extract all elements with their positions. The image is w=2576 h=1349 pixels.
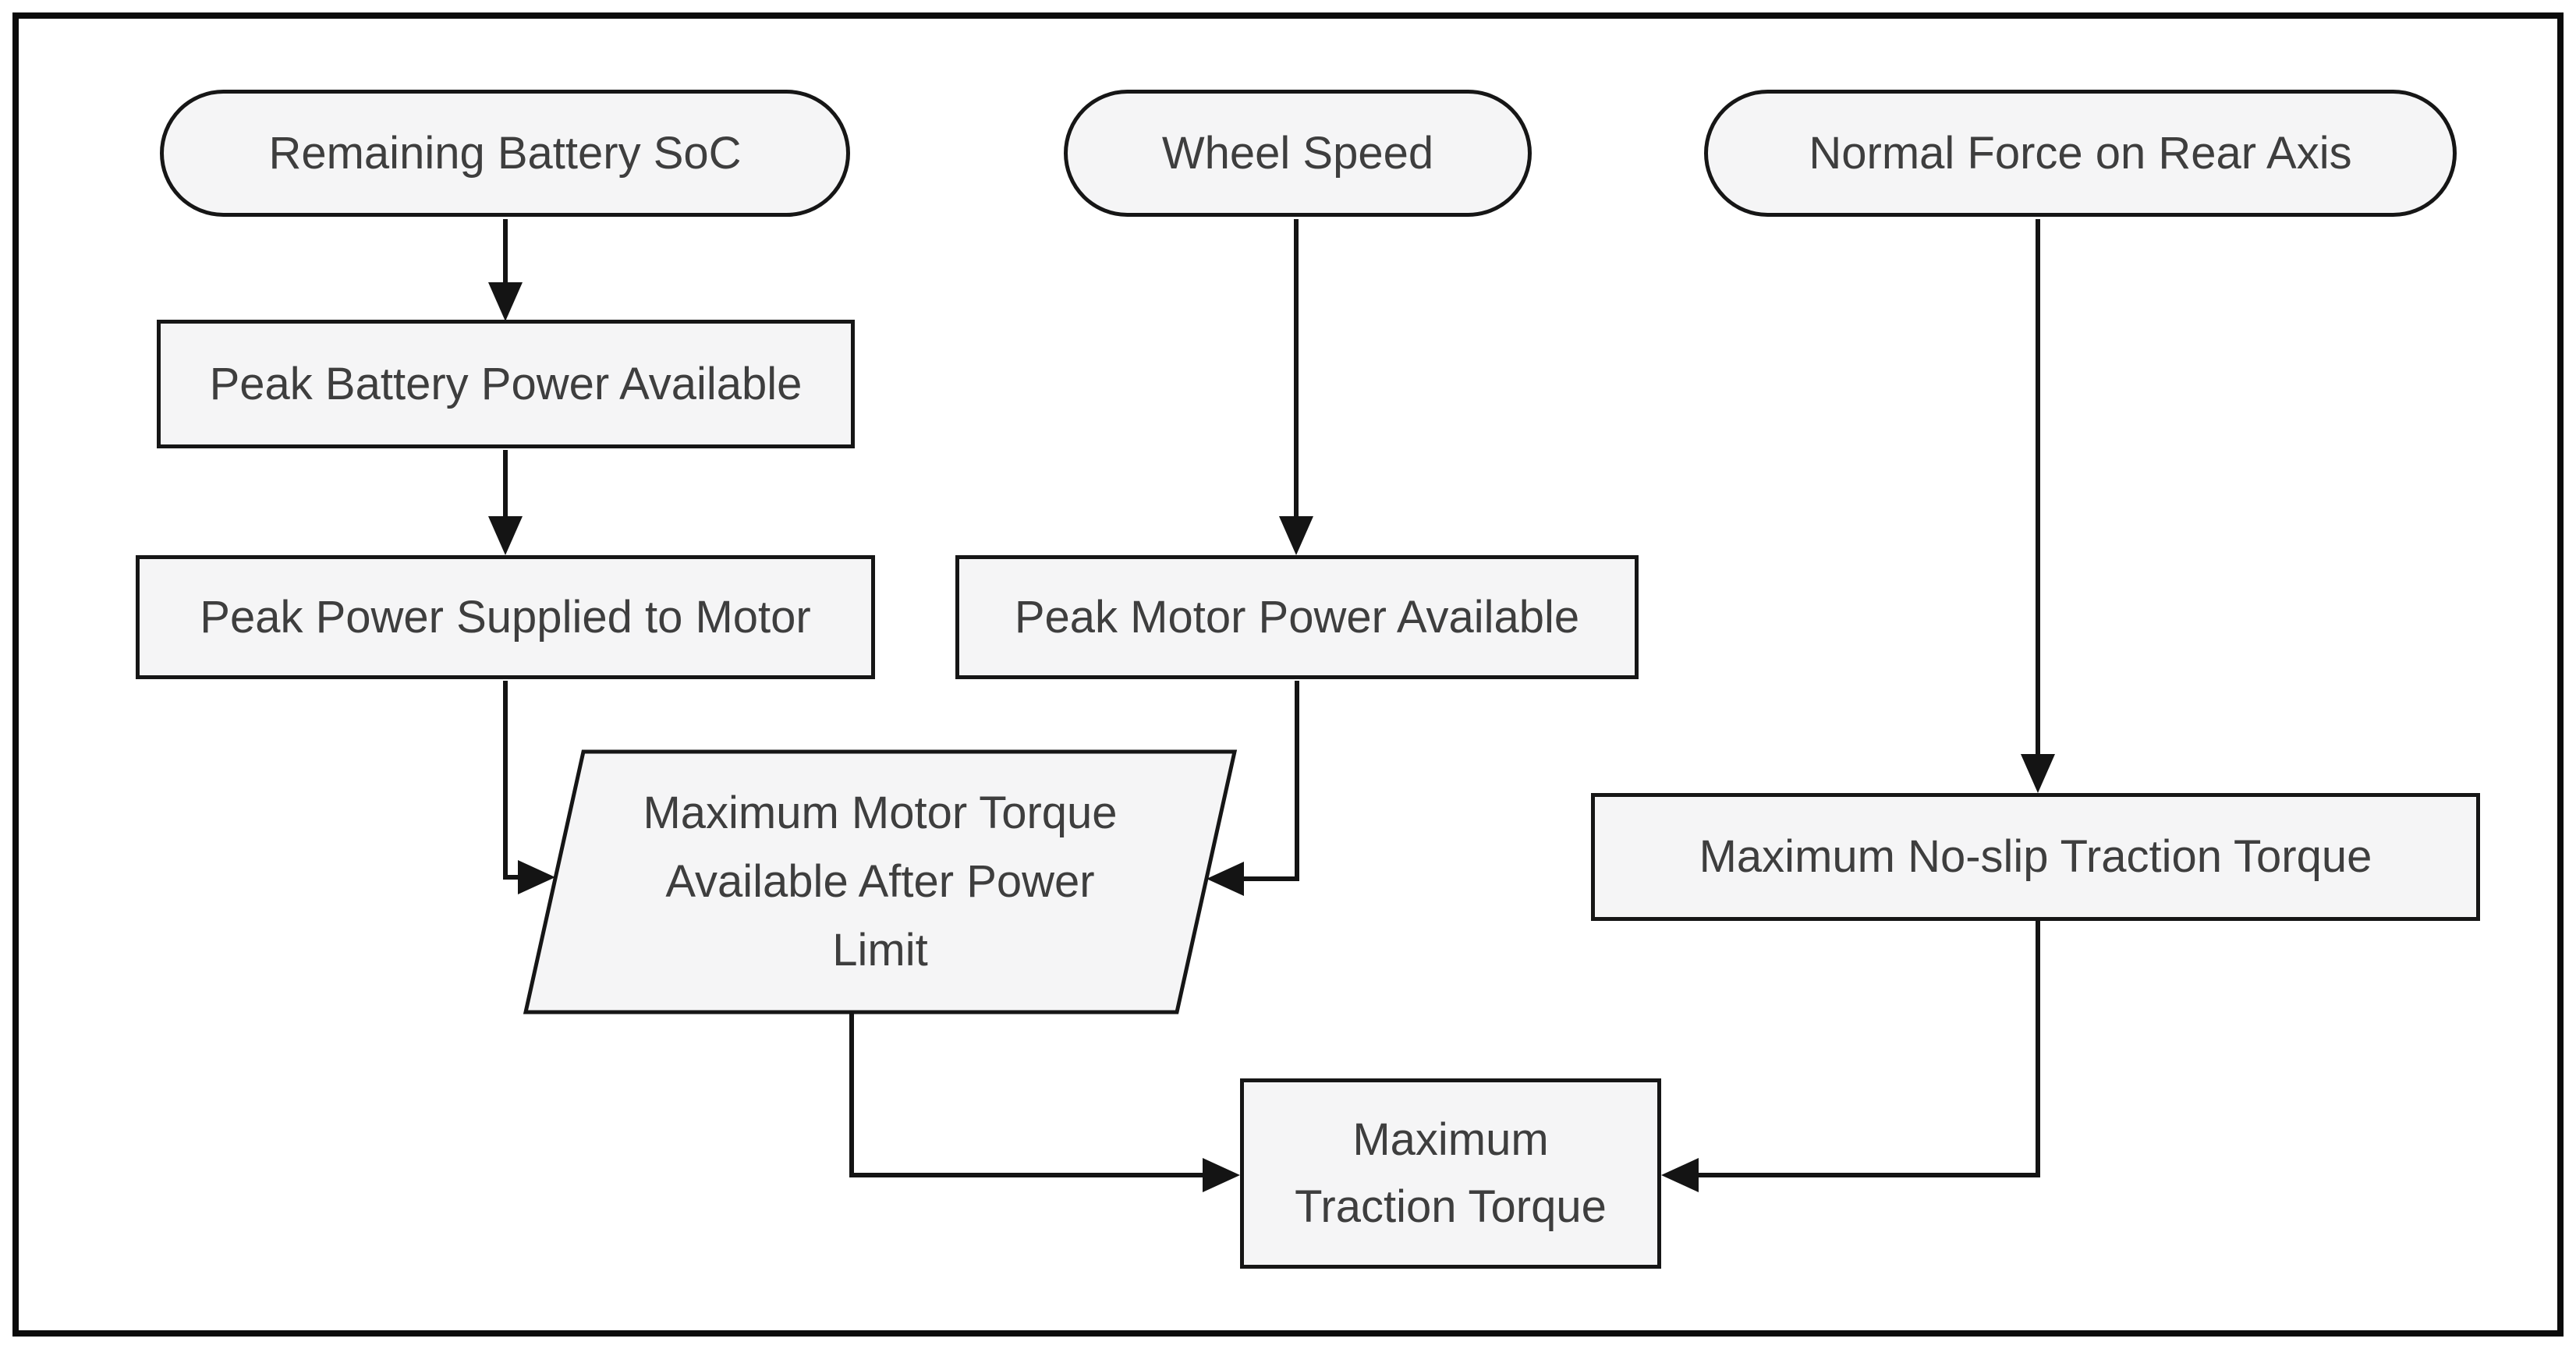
arrow-soc-to-battery bbox=[488, 219, 523, 321]
node-wheel-speed: Wheel Speed bbox=[1064, 90, 1532, 217]
arrow-battery-to-supplied bbox=[488, 450, 523, 555]
node-remaining-battery-soc: Remaining Battery SoC bbox=[160, 90, 850, 217]
node-wheel-speed-label: Wheel Speed bbox=[1161, 127, 1434, 179]
node-peak-battery-power-label: Peak Battery Power Available bbox=[209, 358, 803, 409]
node-peak-power-to-motor: Peak Power Supplied to Motor bbox=[136, 555, 875, 679]
arrow-supplied-to-motor-torque bbox=[503, 681, 555, 894]
arrow-normal-to-noslip bbox=[2021, 219, 2055, 793]
node-max-traction-torque-label-line2: Traction Torque bbox=[1295, 1181, 1607, 1232]
node-max-noslip-traction: Maximum No-slip Traction Torque bbox=[1591, 793, 2480, 921]
arrow-motor-power-to-motor-torque bbox=[1207, 681, 1299, 896]
node-peak-power-to-motor-label: Peak Power Supplied to Motor bbox=[200, 591, 811, 643]
node-max-motor-torque-label-line3: Limit bbox=[832, 925, 928, 975]
node-normal-force-rear-axis-label: Normal Force on Rear Axis bbox=[1809, 127, 2352, 179]
node-max-motor-torque: Maximum Motor Torque Available After Pow… bbox=[526, 752, 1235, 1012]
node-normal-force-rear-axis: Normal Force on Rear Axis bbox=[1704, 90, 2457, 217]
node-max-motor-torque-shape bbox=[523, 749, 1238, 1014]
diagram-border-frame bbox=[12, 12, 2564, 1337]
arrow-wheel-to-motor-power bbox=[1279, 219, 1313, 555]
node-peak-motor-power-label: Peak Motor Power Available bbox=[1014, 591, 1580, 643]
node-peak-motor-power: Peak Motor Power Available bbox=[955, 555, 1639, 679]
arrow-motor-torque-to-traction bbox=[849, 1012, 1240, 1192]
node-max-motor-torque-label-line1: Maximum Motor Torque bbox=[643, 788, 1118, 838]
node-remaining-battery-soc-label: Remaining Battery SoC bbox=[268, 127, 742, 179]
node-max-motor-torque-label-line2: Available After Power bbox=[665, 856, 1095, 907]
arrow-noslip-to-traction bbox=[1661, 921, 2040, 1192]
node-peak-battery-power: Peak Battery Power Available bbox=[157, 320, 855, 448]
node-max-traction-torque-label-line1: Maximum bbox=[1352, 1114, 1549, 1165]
node-max-traction-torque: Maximum Traction Torque bbox=[1240, 1078, 1661, 1269]
node-max-noslip-traction-label: Maximum No-slip Traction Torque bbox=[1699, 831, 2372, 882]
